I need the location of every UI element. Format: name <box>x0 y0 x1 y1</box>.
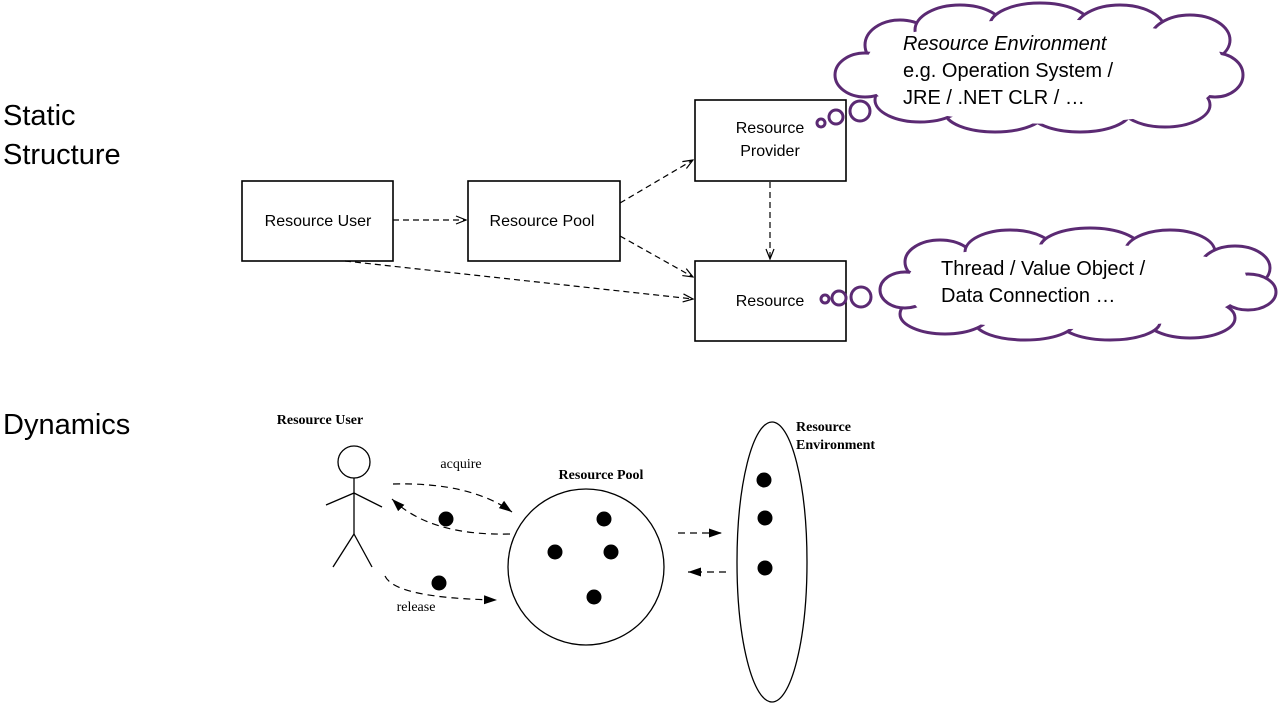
dyn-resource-env-label-line2: Environment <box>796 438 875 453</box>
resource-provider-box: Resource Provider <box>694 99 847 182</box>
section-label-structure: Structure <box>3 139 121 171</box>
env-cloud-line2: e.g. Operation System / <box>903 60 1114 82</box>
static-structure-diagram: Resource User Resource Pool Resource Pro… <box>241 1 1278 342</box>
dynamics-diagram: Resource User acquire release Resource P… <box>277 413 875 703</box>
section-label-static: Static <box>3 100 76 132</box>
resource-pool-label: Resource Pool <box>490 213 595 230</box>
resource-provider-label-line2: Provider <box>740 143 800 160</box>
acquired-resource-token <box>438 511 454 527</box>
acquire-label: acquire <box>440 457 481 472</box>
released-resource-token <box>431 575 447 591</box>
resource-environment-ellipse <box>736 421 808 703</box>
provider-thought-bubbles <box>815 99 872 129</box>
resource-cloud-line1: Thread / Value Object / <box>941 258 1146 280</box>
resource-label: Resource <box>736 293 805 310</box>
environment-resource-token <box>757 510 773 526</box>
pool-resource-token <box>596 511 612 527</box>
resource-user-actor <box>325 445 383 568</box>
pool-resource-token <box>586 589 602 605</box>
release-arrow <box>384 575 498 605</box>
acquire-return-arrow <box>391 498 511 535</box>
environment-resource-token <box>757 560 773 576</box>
dyn-resource-pool-label: Resource Pool <box>559 468 644 483</box>
pool-resource-token <box>603 544 619 560</box>
env-cloud-line3: JRE / .NET CLR / … <box>903 87 1085 109</box>
resource-user-box: Resource User <box>241 180 394 262</box>
resource-cloud-line2: Data Connection … <box>941 285 1116 307</box>
arrow-pool-to-provider <box>619 160 693 204</box>
dyn-resource-env-label-line1: Resource <box>796 420 851 435</box>
arrow-user-to-resource <box>344 260 693 299</box>
dyn-resource-user-label: Resource User <box>277 413 363 428</box>
acquire-request-arrow <box>392 483 513 513</box>
resource-types-cloud: Thread / Value Object / Data Connection … <box>878 226 1278 342</box>
resource-pool-circle <box>507 488 665 646</box>
environment-resource-token <box>756 472 772 488</box>
arrow-pool-to-resource <box>619 235 693 277</box>
section-label-dynamics: Dynamics <box>3 409 130 441</box>
resource-provider-label-line1: Resource <box>736 120 805 137</box>
release-label: release <box>397 600 436 615</box>
actor-head <box>337 445 371 479</box>
pool-resource-token <box>547 544 563 560</box>
resource-pool-box: Resource Pool <box>467 180 621 262</box>
resource-environment-cloud: Resource Environment e.g. Operation Syst… <box>833 1 1245 134</box>
env-cloud-title: Resource Environment <box>903 33 1108 55</box>
resource-thought-bubbles <box>819 285 873 309</box>
resource-user-label: Resource User <box>265 213 372 230</box>
